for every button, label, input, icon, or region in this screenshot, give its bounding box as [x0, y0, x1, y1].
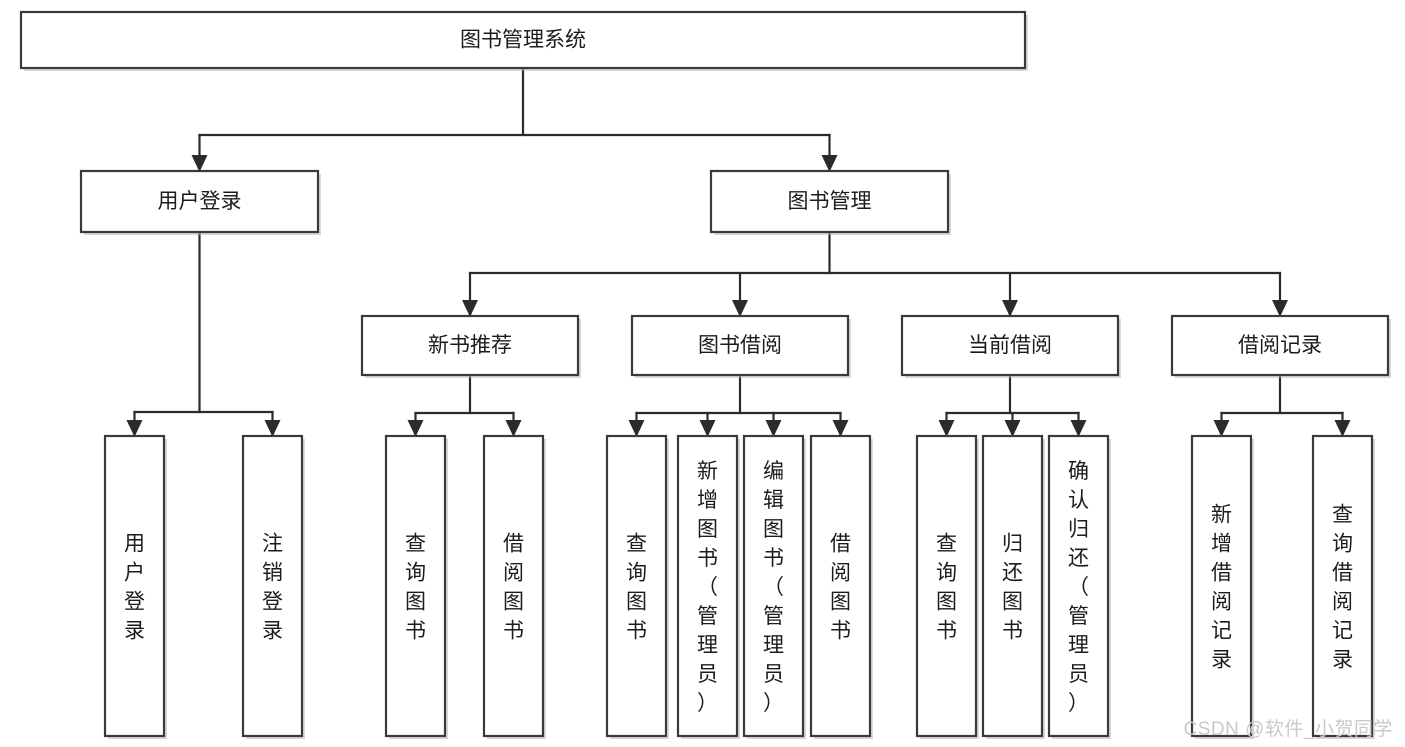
node-box[interactable]: [103, 434, 166, 738]
arrowhead-icon: [1070, 420, 1087, 437]
node-leaf-bb-edit-book[interactable]: 编辑图书（管理员）: [742, 434, 806, 739]
arrowhead-icon: [462, 300, 478, 317]
node-label: 用户登录: [158, 190, 242, 213]
node-box[interactable]: [1170, 314, 1390, 377]
node-label: 当前借阅: [968, 334, 1052, 357]
node-box[interactable]: [981, 434, 1044, 738]
arrowhead-icon: [765, 420, 782, 437]
node-label: 新增图书（管理员）: [697, 460, 718, 715]
edge-group-current-borrow: [938, 373, 1087, 437]
arrowhead-icon: [407, 420, 424, 437]
node-leaf-rec-query-book[interactable]: 查询图书: [384, 434, 448, 739]
edge-group-book-borrow: [628, 373, 849, 437]
node-label: 图书管理系统: [460, 29, 586, 52]
node-leaf-br-add-record[interactable]: 新增借阅记录: [1190, 434, 1254, 739]
arrowhead-icon: [732, 300, 748, 317]
node-borrow-record[interactable]: 借阅记录: [1170, 314, 1391, 378]
arrowhead-icon: [126, 420, 143, 437]
node-leaf-user-login[interactable]: 用户登录: [103, 434, 167, 739]
node-box[interactable]: [900, 314, 1120, 377]
node-leaf-br-query-record[interactable]: 查询借阅记录: [1311, 434, 1375, 739]
arrowhead-icon: [938, 420, 955, 437]
node-box[interactable]: [241, 434, 304, 738]
arrowhead-icon: [191, 155, 208, 172]
node-label: 新书推荐: [428, 334, 512, 357]
node-box[interactable]: [605, 434, 668, 738]
node-label: 图书管理: [788, 190, 872, 213]
arrowhead-icon: [505, 420, 522, 437]
node-book-borrow[interactable]: 图书借阅: [630, 314, 851, 378]
node-leaf-cb-return-book[interactable]: 归还图书: [981, 434, 1045, 739]
node-leaf-cb-confirm-return[interactable]: 确认归还（管理员）: [1047, 434, 1111, 739]
node-box[interactable]: [360, 314, 580, 377]
node-label: 编辑图书（管理员）: [763, 460, 784, 715]
node-leaf-bb-add-book[interactable]: 新增图书（管理员）: [676, 434, 740, 739]
node-box[interactable]: [809, 434, 872, 738]
node-label: 图书借阅: [698, 334, 782, 357]
node-box[interactable]: [1047, 434, 1110, 738]
node-label: 确认归还（管理员）: [1068, 460, 1089, 715]
node-box[interactable]: [1190, 434, 1253, 738]
edge-group-new-book-rec: [407, 373, 522, 437]
node-box[interactable]: [915, 434, 978, 738]
node-root[interactable]: 图书管理系统: [19, 10, 1028, 71]
node-box[interactable]: [709, 169, 950, 234]
edge-group-borrow-record: [1213, 373, 1351, 437]
node-label: 借阅图书: [830, 533, 851, 643]
arrowhead-icon: [264, 420, 281, 437]
node-label: 借阅图书: [503, 533, 524, 643]
arrowhead-icon: [1004, 420, 1021, 437]
node-label: 查询图书: [936, 533, 957, 643]
node-box[interactable]: [384, 434, 447, 738]
node-current-borrow[interactable]: 当前借阅: [900, 314, 1121, 378]
arrowhead-icon: [699, 420, 716, 437]
node-leaf-bb-query-book[interactable]: 查询图书: [605, 434, 669, 739]
arrowhead-icon: [1334, 420, 1351, 437]
edge-group-book-manage: [462, 230, 1288, 317]
node-box[interactable]: [79, 169, 320, 234]
node-label: 新增借阅记录: [1211, 504, 1232, 672]
node-label: 归还图书: [1002, 533, 1023, 643]
node-label: 用户登录: [124, 533, 145, 643]
arrowhead-icon: [832, 420, 849, 437]
node-box[interactable]: [742, 434, 805, 738]
node-box[interactable]: [630, 314, 850, 377]
arrowhead-icon: [1272, 300, 1288, 317]
node-box[interactable]: [19, 10, 1027, 70]
arrowhead-icon: [628, 420, 645, 437]
node-box[interactable]: [482, 434, 545, 738]
node-leaf-bb-borrow-book[interactable]: 借阅图书: [809, 434, 873, 739]
node-box[interactable]: [676, 434, 739, 738]
arrowhead-icon: [1002, 300, 1018, 317]
arrowhead-icon: [1213, 420, 1230, 437]
node-label: 查询图书: [626, 533, 647, 643]
node-leaf-cb-query-book[interactable]: 查询图书: [915, 434, 979, 739]
node-new-book-rec[interactable]: 新书推荐: [360, 314, 581, 378]
connectors-layer: [126, 66, 1351, 437]
watermark-label: CSDN @软件_小贺同学: [1183, 719, 1393, 740]
node-book-manage[interactable]: 图书管理: [709, 169, 951, 235]
node-label: 注销登录: [262, 533, 283, 643]
node-leaf-user-logout[interactable]: 注销登录: [241, 434, 305, 739]
node-user-login[interactable]: 用户登录: [79, 169, 321, 235]
node-label: 查询借阅记录: [1332, 504, 1353, 672]
node-box[interactable]: [1311, 434, 1374, 738]
node-leaf-rec-borrow-book[interactable]: 借阅图书: [482, 434, 546, 739]
edge-group-root: [191, 66, 838, 172]
nodes-layer: 图书管理系统用户登录图书管理新书推荐图书借阅当前借阅借阅记录用户登录注销登录查询…: [19, 10, 1391, 739]
node-label: 借阅记录: [1238, 334, 1322, 357]
arrowhead-icon: [821, 155, 838, 172]
edge-group-user-login: [126, 230, 281, 437]
node-label: 查询图书: [405, 533, 426, 643]
